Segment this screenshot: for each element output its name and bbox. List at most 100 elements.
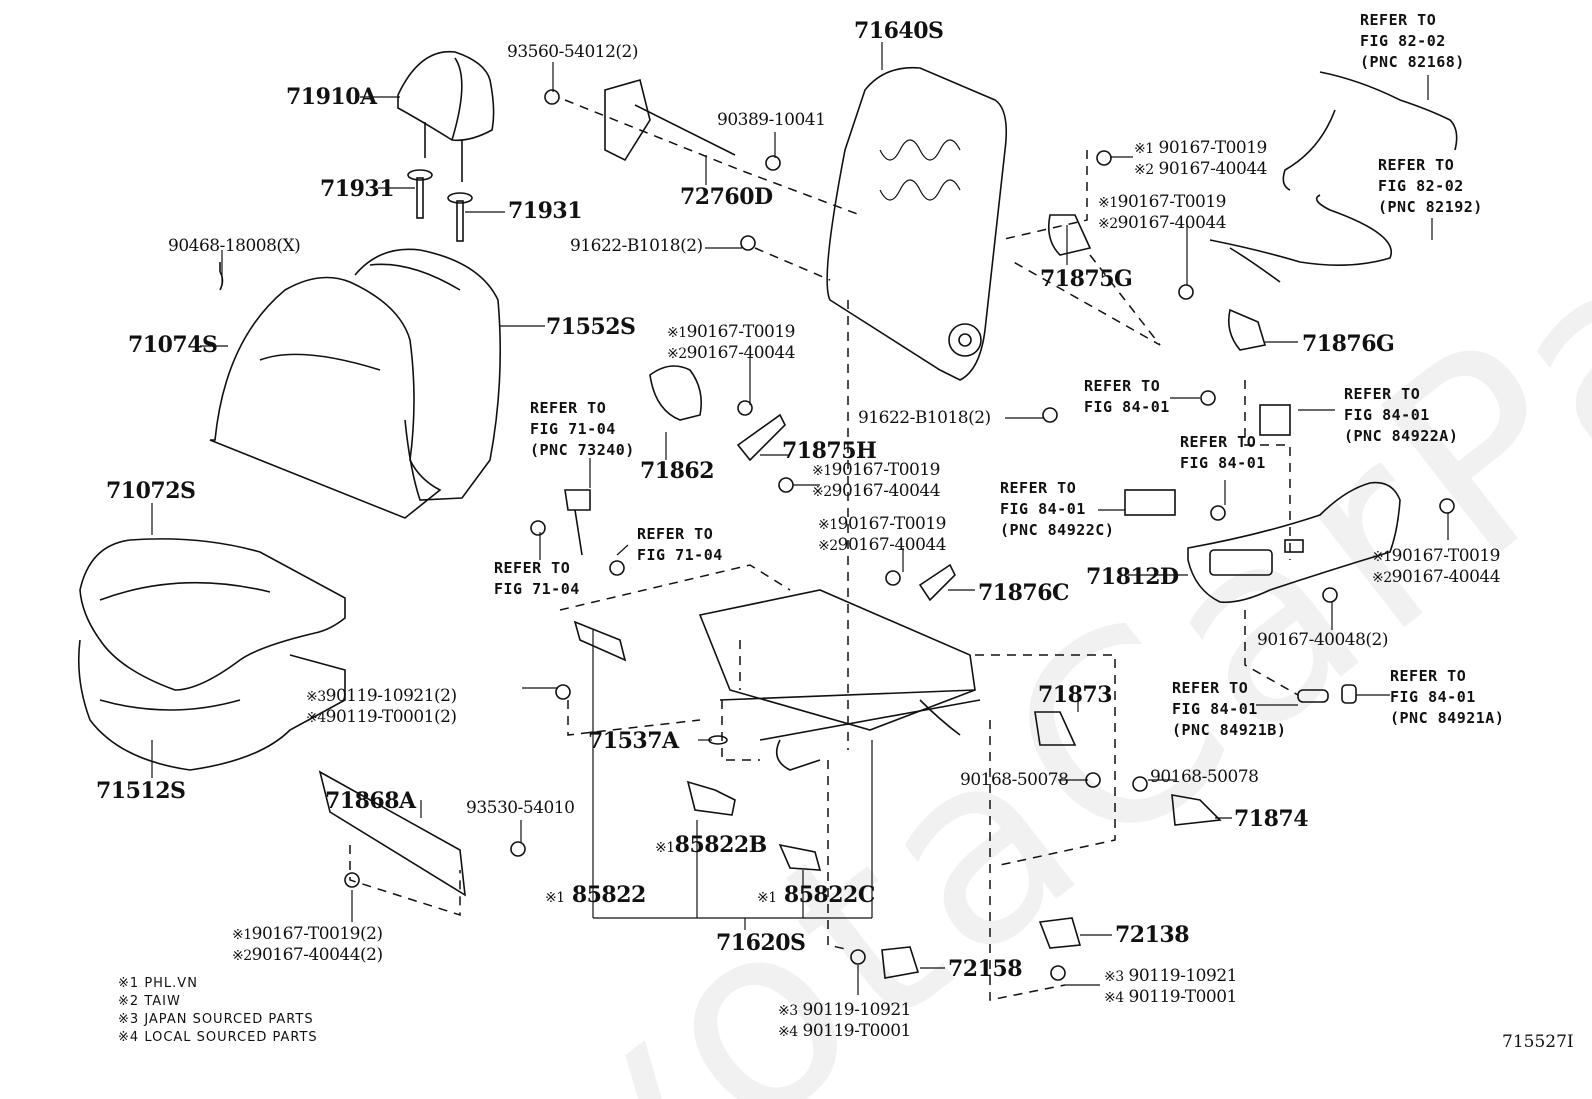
part-label-71552S[interactable]: 71552S: [546, 314, 636, 340]
ref-line: FIG 71-04: [494, 580, 580, 598]
note-mark: ※2: [1372, 570, 1392, 586]
dual-part-label-5[interactable]: ※190167-T0019 ※290167-40044: [818, 514, 947, 556]
part-label-90167-40048[interactable]: 90167-40048(2): [1257, 630, 1388, 650]
ref-line: FIG 84-01: [1084, 398, 1170, 416]
dual-part-label-6[interactable]: ※190167-T0019 ※290167-40044: [1372, 546, 1501, 588]
seatback-cover-drawing: [209, 276, 442, 519]
ref-line: FIG 84-01: [1344, 406, 1430, 424]
part-label-71537A[interactable]: 71537A: [588, 728, 679, 754]
dual-part-label-7[interactable]: ※190167-T0019(2) ※290167-40044(2): [232, 924, 383, 966]
dual-part-label-1[interactable]: ※1 90167-T0019 ※2 90167-40044: [1134, 138, 1267, 180]
legend-item: ※4 LOCAL SOURCED PARTS: [118, 1030, 318, 1045]
part-label-90389-10041[interactable]: 90389-10041: [717, 110, 826, 130]
part-label-71931-left[interactable]: 71931: [320, 176, 395, 202]
ref-line: REFER TO: [637, 525, 714, 543]
part-label-72138[interactable]: 72138: [1115, 922, 1190, 948]
part-number: 90119-10921(2): [325, 686, 457, 706]
part-number: 85822C: [783, 882, 876, 908]
reference-fig-84-01-pnc-84922C[interactable]: REFER TO FIG 84-01 (PNC 84922C): [1000, 478, 1114, 541]
ref-line: (PNC 84922C): [1000, 521, 1115, 539]
part-number: 90167-T0019: [1117, 192, 1227, 212]
ref-line: FIG 84-01: [1390, 688, 1476, 706]
part-label-72760D[interactable]: 72760D: [680, 184, 773, 210]
dual-part-label-3[interactable]: ※190167-T0019 ※290167-40044: [667, 322, 796, 364]
dual-part-label-10[interactable]: ※3 90119-10921 ※4 90119-T0001: [1104, 966, 1237, 1008]
part-label-71640S[interactable]: 71640S: [854, 18, 944, 44]
part-label-90468-18008[interactable]: 90468-18008(X): [168, 236, 301, 256]
seatback-frame-drawing: [826, 66, 1008, 381]
ref-line: FIG 82-02: [1378, 177, 1464, 195]
dual-part-label-2[interactable]: ※190167-T0019 ※290167-40044: [1098, 192, 1227, 234]
note-mark: ※1: [545, 890, 565, 906]
part-label-85822[interactable]: ※1 85822: [545, 884, 646, 909]
ref-line: REFER TO: [1084, 377, 1161, 395]
ref-line: FIG 71-04: [637, 546, 723, 564]
assembly-dashed-lines: [349, 99, 1299, 1001]
part-label-71876C[interactable]: 71876C: [978, 580, 1070, 606]
note-mark: ※3: [306, 689, 326, 705]
part-label-71072S[interactable]: 71072S: [106, 478, 196, 504]
part-label-91622-B1018-upper[interactable]: 91622-B1018(2): [570, 236, 703, 256]
part-label-71875G[interactable]: 71875G: [1040, 266, 1133, 292]
ref-line: FIG 84-01: [1000, 500, 1086, 518]
note-mark: ※1: [818, 517, 838, 533]
reference-fig-71-04-right[interactable]: REFER TO FIG 71-04: [637, 524, 723, 566]
part-number: 90167-T0019(2): [251, 924, 383, 944]
part-number: 90167-T0019: [837, 514, 947, 534]
dual-part-label-9[interactable]: ※3 90119-10921 ※4 90119-T0001: [778, 1000, 911, 1042]
part-label-71512S[interactable]: 71512S: [96, 778, 186, 804]
note-mark: ※1: [667, 325, 687, 341]
part-label-71868A[interactable]: 71868A: [325, 788, 416, 814]
note-mark: ※2: [232, 948, 252, 964]
part-label-71074S[interactable]: 71074S: [128, 332, 218, 358]
reference-fig-84-01-screw[interactable]: REFER TO FIG 84-01: [1084, 376, 1170, 418]
note-mark: ※3: [1104, 969, 1124, 985]
part-label-71620S[interactable]: 71620S: [716, 930, 806, 956]
ref-line: REFER TO: [1000, 479, 1077, 497]
part-label-71862[interactable]: 71862: [640, 458, 715, 484]
seat-cushion-pad-drawing: [77, 639, 346, 771]
ref-line: (PNC 82168): [1360, 53, 1465, 71]
part-label-91622-B1018-lower[interactable]: 91622-B1018(2): [858, 408, 991, 428]
ref-line: (PNC 73240): [530, 441, 635, 459]
dual-part-label-4[interactable]: ※190167-T0019 ※290167-40044: [812, 460, 941, 502]
part-number: 90167-40044: [686, 343, 796, 363]
part-label-71812D[interactable]: 71812D: [1086, 564, 1179, 590]
part-number: 90119-T0001: [1128, 987, 1238, 1007]
part-label-72158[interactable]: 72158: [948, 956, 1023, 982]
note-mark: ※1: [1098, 195, 1118, 211]
part-label-90168-50078-right[interactable]: 90168-50078: [1150, 767, 1259, 787]
part-label-71874[interactable]: 71874: [1234, 806, 1309, 832]
dual-part-label-8[interactable]: ※390119-10921(2) ※490119-T0001(2): [306, 686, 457, 728]
ref-line: FIG 84-01: [1180, 454, 1266, 472]
part-label-93560-54012[interactable]: 93560-54012(2): [507, 42, 638, 62]
part-label-71876G[interactable]: 71876G: [1302, 331, 1395, 357]
part-label-93530-54010[interactable]: 93530-54010: [466, 798, 575, 818]
part-label-71910A[interactable]: 71910A: [286, 84, 377, 110]
ref-line: (PNC 84922A): [1344, 427, 1459, 445]
note-mark: ※1: [1372, 549, 1392, 565]
part-label-85822B[interactable]: ※185822B: [655, 834, 767, 859]
part-label-71931-right[interactable]: 71931: [508, 198, 583, 224]
note-mark: ※2: [818, 538, 838, 554]
ref-line: (PNC 82192): [1378, 198, 1483, 216]
part-label-71875H[interactable]: 71875H: [782, 438, 877, 464]
part-number: 90167-40044: [1117, 213, 1227, 233]
part-label-85822C[interactable]: ※1 85822C: [757, 884, 875, 909]
note-mark: ※4: [1104, 990, 1124, 1006]
part-label-71873[interactable]: 71873: [1038, 682, 1113, 708]
figure-id: 715527I: [1502, 1032, 1574, 1052]
part-label-90168-50078-left[interactable]: 90168-50078: [960, 770, 1069, 790]
headrest-guide-drawings: [407, 169, 473, 242]
ref-line: (PNC 84921A): [1390, 709, 1505, 727]
seat-track-drawing: [698, 589, 981, 771]
